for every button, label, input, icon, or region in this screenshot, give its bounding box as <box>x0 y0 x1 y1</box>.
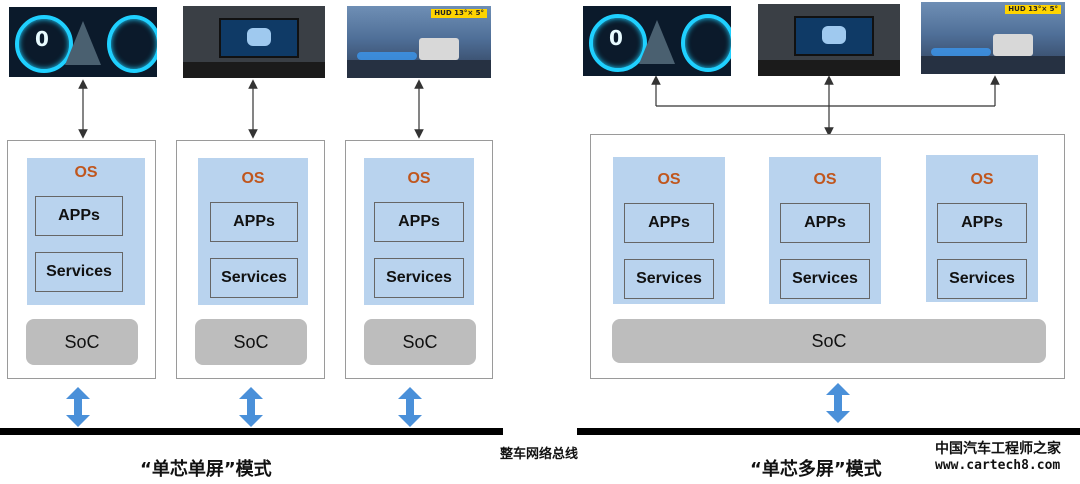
road-icon <box>639 20 675 64</box>
speed-readout-icon: 0 <box>609 26 623 50</box>
os-container: OS APPs Services <box>364 158 474 305</box>
os-label: OS <box>241 170 265 187</box>
os-container-3: OS APPs Services <box>926 155 1038 302</box>
hud-banner: HUD 13°× 5° <box>431 9 487 18</box>
os-container-1: OS APPs Services <box>613 157 725 304</box>
hud-screen-left-3: HUD 13°× 5° <box>347 6 491 78</box>
apps-box: APPs <box>780 203 870 243</box>
lane-guide-icon <box>357 52 417 60</box>
bus-label: 整车网络总线 <box>500 447 579 462</box>
cluster-screen-right-1: 0 <box>583 6 731 76</box>
soc-chip-shared: SoC <box>612 319 1046 363</box>
center-screen-left-2 <box>183 6 325 78</box>
os-container-2: OS APPs Services <box>769 157 881 304</box>
services-box: Services <box>210 258 298 298</box>
apps-box: APPs <box>374 202 464 242</box>
road-surface-icon <box>347 60 491 78</box>
os-label: OS <box>407 170 431 187</box>
apps-box: APPs <box>210 202 298 242</box>
module-single-2: OS APPs Services SoC <box>176 140 325 379</box>
hud-banner: HUD 13°× 5° <box>1005 5 1061 14</box>
car-icon <box>247 28 271 46</box>
road-icon <box>65 21 101 65</box>
os-label: OS <box>657 171 681 188</box>
vehicle-icon <box>419 38 459 60</box>
services-box: Services <box>624 259 714 299</box>
module-multi: OS APPs Services OS APPs Services OS APP… <box>590 134 1065 379</box>
rpm-gauge-icon <box>107 15 157 73</box>
road-surface-icon <box>921 56 1065 74</box>
car-icon <box>822 26 846 44</box>
watermark-line2: www.cartech8.com <box>935 458 1061 473</box>
os-container: OS APPs Services <box>27 158 145 305</box>
services-box: Services <box>937 259 1027 299</box>
apps-box: APPs <box>35 196 123 236</box>
hud-screen-right-3: HUD 13°× 5° <box>921 2 1065 74</box>
vehicle-bus-right <box>577 428 1080 435</box>
vehicle-icon <box>993 34 1033 56</box>
speed-readout-icon: 0 <box>35 27 49 51</box>
dashboard-icon <box>183 62 325 78</box>
os-label: OS <box>970 171 994 188</box>
os-label: OS <box>74 164 98 181</box>
os-label: OS <box>813 171 837 188</box>
center-screen-right-2 <box>758 4 900 76</box>
left-caption: “单芯单屏”模式 <box>140 459 272 480</box>
soc-chip: SoC <box>195 319 307 365</box>
soc-chip: SoC <box>364 319 476 365</box>
apps-box: APPs <box>624 203 714 243</box>
module-single-1: OS APPs Services SoC <box>7 140 156 379</box>
dashboard-icon <box>758 60 900 76</box>
rpm-gauge-icon <box>681 14 731 72</box>
services-box: Services <box>780 259 870 299</box>
watermark-line1: 中国汽车工程师之家 <box>935 441 1061 457</box>
right-caption: “单芯多屏”模式 <box>750 459 882 480</box>
soc-chip: SoC <box>26 319 138 365</box>
vehicle-bus-left <box>0 428 503 435</box>
services-box: Services <box>374 258 464 298</box>
module-single-3: OS APPs Services SoC <box>345 140 493 379</box>
os-container: OS APPs Services <box>198 158 308 305</box>
services-box: Services <box>35 252 123 292</box>
cluster-screen-left-1: 0 <box>9 7 157 77</box>
apps-box: APPs <box>937 203 1027 243</box>
lane-guide-icon <box>931 48 991 56</box>
